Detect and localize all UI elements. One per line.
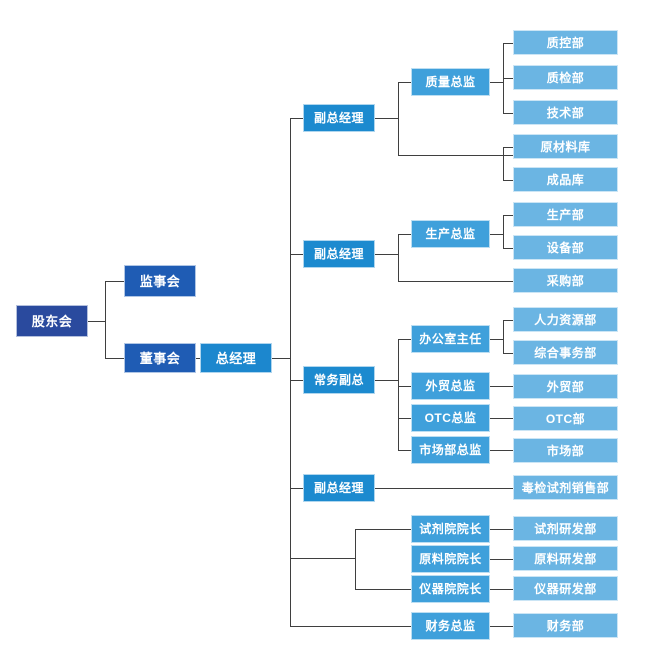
connector-line [105,281,124,282]
connector-line [105,358,124,359]
connector-line [272,358,290,359]
org-node-n08[interactable]: 质检部 [513,65,618,90]
connector-line [503,43,513,44]
org-node-n15[interactable]: 设备部 [513,235,618,260]
org-node-n28[interactable]: 毒检试剂销售部 [513,475,618,500]
connector-line [398,339,399,450]
connector-line [398,339,411,340]
org-node-n16[interactable]: 采购部 [513,268,618,293]
org-node-n24[interactable]: OTC部 [513,406,618,431]
connector-line [503,353,513,354]
org-node-n21[interactable]: 外贸总监 [411,372,490,400]
org-node-n11[interactable]: 成品库 [513,167,618,192]
org-node-n33[interactable]: 仪器院院长 [411,575,490,603]
org-node-n26[interactable]: 市场部 [513,438,618,463]
connector-line [503,320,504,353]
org-node-n32[interactable]: 原料研发部 [513,546,618,571]
org-node-n20[interactable]: 综合事务部 [513,340,618,365]
connector-line [490,418,513,419]
connector-line [503,215,504,248]
org-node-n17[interactable]: 常务副总 [303,366,375,394]
connector-line [398,281,513,282]
org-node-n22[interactable]: 外贸部 [513,374,618,399]
connector-line [355,529,411,530]
connector-line [490,529,513,530]
org-node-n31[interactable]: 原料院院长 [411,545,490,573]
connector-line [490,450,513,451]
org-node-n07[interactable]: 质控部 [513,30,618,55]
connector-line [88,321,105,322]
connector-line [503,147,504,180]
connector-line [375,254,398,255]
org-node-n12[interactable]: 副总经理 [303,240,375,268]
org-node-n10[interactable]: 原材料库 [513,134,618,159]
connector-line [290,380,303,381]
connector-line [105,281,106,359]
connector-line [490,589,513,590]
connector-line [503,147,513,148]
org-node-n13[interactable]: 生产总监 [411,220,490,248]
org-node-n03[interactable]: 董事会 [124,343,196,373]
connector-line [290,118,291,626]
org-node-n35[interactable]: 财务总监 [411,612,490,640]
connector-line [290,558,355,559]
connector-line [398,82,399,155]
org-node-n05[interactable]: 副总经理 [303,104,375,132]
connector-line [490,82,503,83]
org-node-n14[interactable]: 生产部 [513,202,618,227]
connector-line [398,155,513,156]
org-node-n06[interactable]: 质量总监 [411,68,490,96]
connector-line [503,78,513,79]
connector-line [398,234,399,281]
connector-line [490,626,513,627]
connector-line [503,215,513,216]
connector-line [398,450,411,451]
org-node-n34[interactable]: 仪器研发部 [513,576,618,601]
org-node-n09[interactable]: 技术部 [513,100,618,125]
org-node-n27[interactable]: 副总经理 [303,474,375,502]
org-node-n02[interactable]: 监事会 [124,265,196,297]
org-node-n01[interactable]: 股东会 [16,305,88,337]
connector-line [375,380,398,381]
connector-line [290,626,411,627]
org-node-n04[interactable]: 总经理 [200,343,272,373]
connector-line [490,339,503,340]
org-node-n36[interactable]: 财务部 [513,613,618,638]
connector-line [490,559,513,560]
org-node-n18[interactable]: 办公室主任 [411,325,490,353]
connector-line [398,82,411,83]
connector-line [503,248,513,249]
connector-line [398,386,411,387]
org-node-n29[interactable]: 试剂院院长 [411,515,490,543]
connector-line [503,113,513,114]
org-node-n30[interactable]: 试剂研发部 [513,516,618,541]
connector-line [375,488,513,489]
org-node-n23[interactable]: OTC总监 [411,404,490,432]
connector-line [375,118,398,119]
connector-line [196,358,200,359]
connector-line [290,488,303,489]
connector-line [398,234,411,235]
org-node-n25[interactable]: 市场部总监 [411,436,490,464]
org-node-n19[interactable]: 人力资源部 [513,307,618,332]
connector-line [503,320,513,321]
connector-line [503,180,513,181]
connector-line [290,254,303,255]
connector-line [355,589,411,590]
connector-line [355,529,356,589]
connector-line [490,386,513,387]
connector-line [290,118,303,119]
connector-line [398,418,411,419]
connector-line [490,234,503,235]
